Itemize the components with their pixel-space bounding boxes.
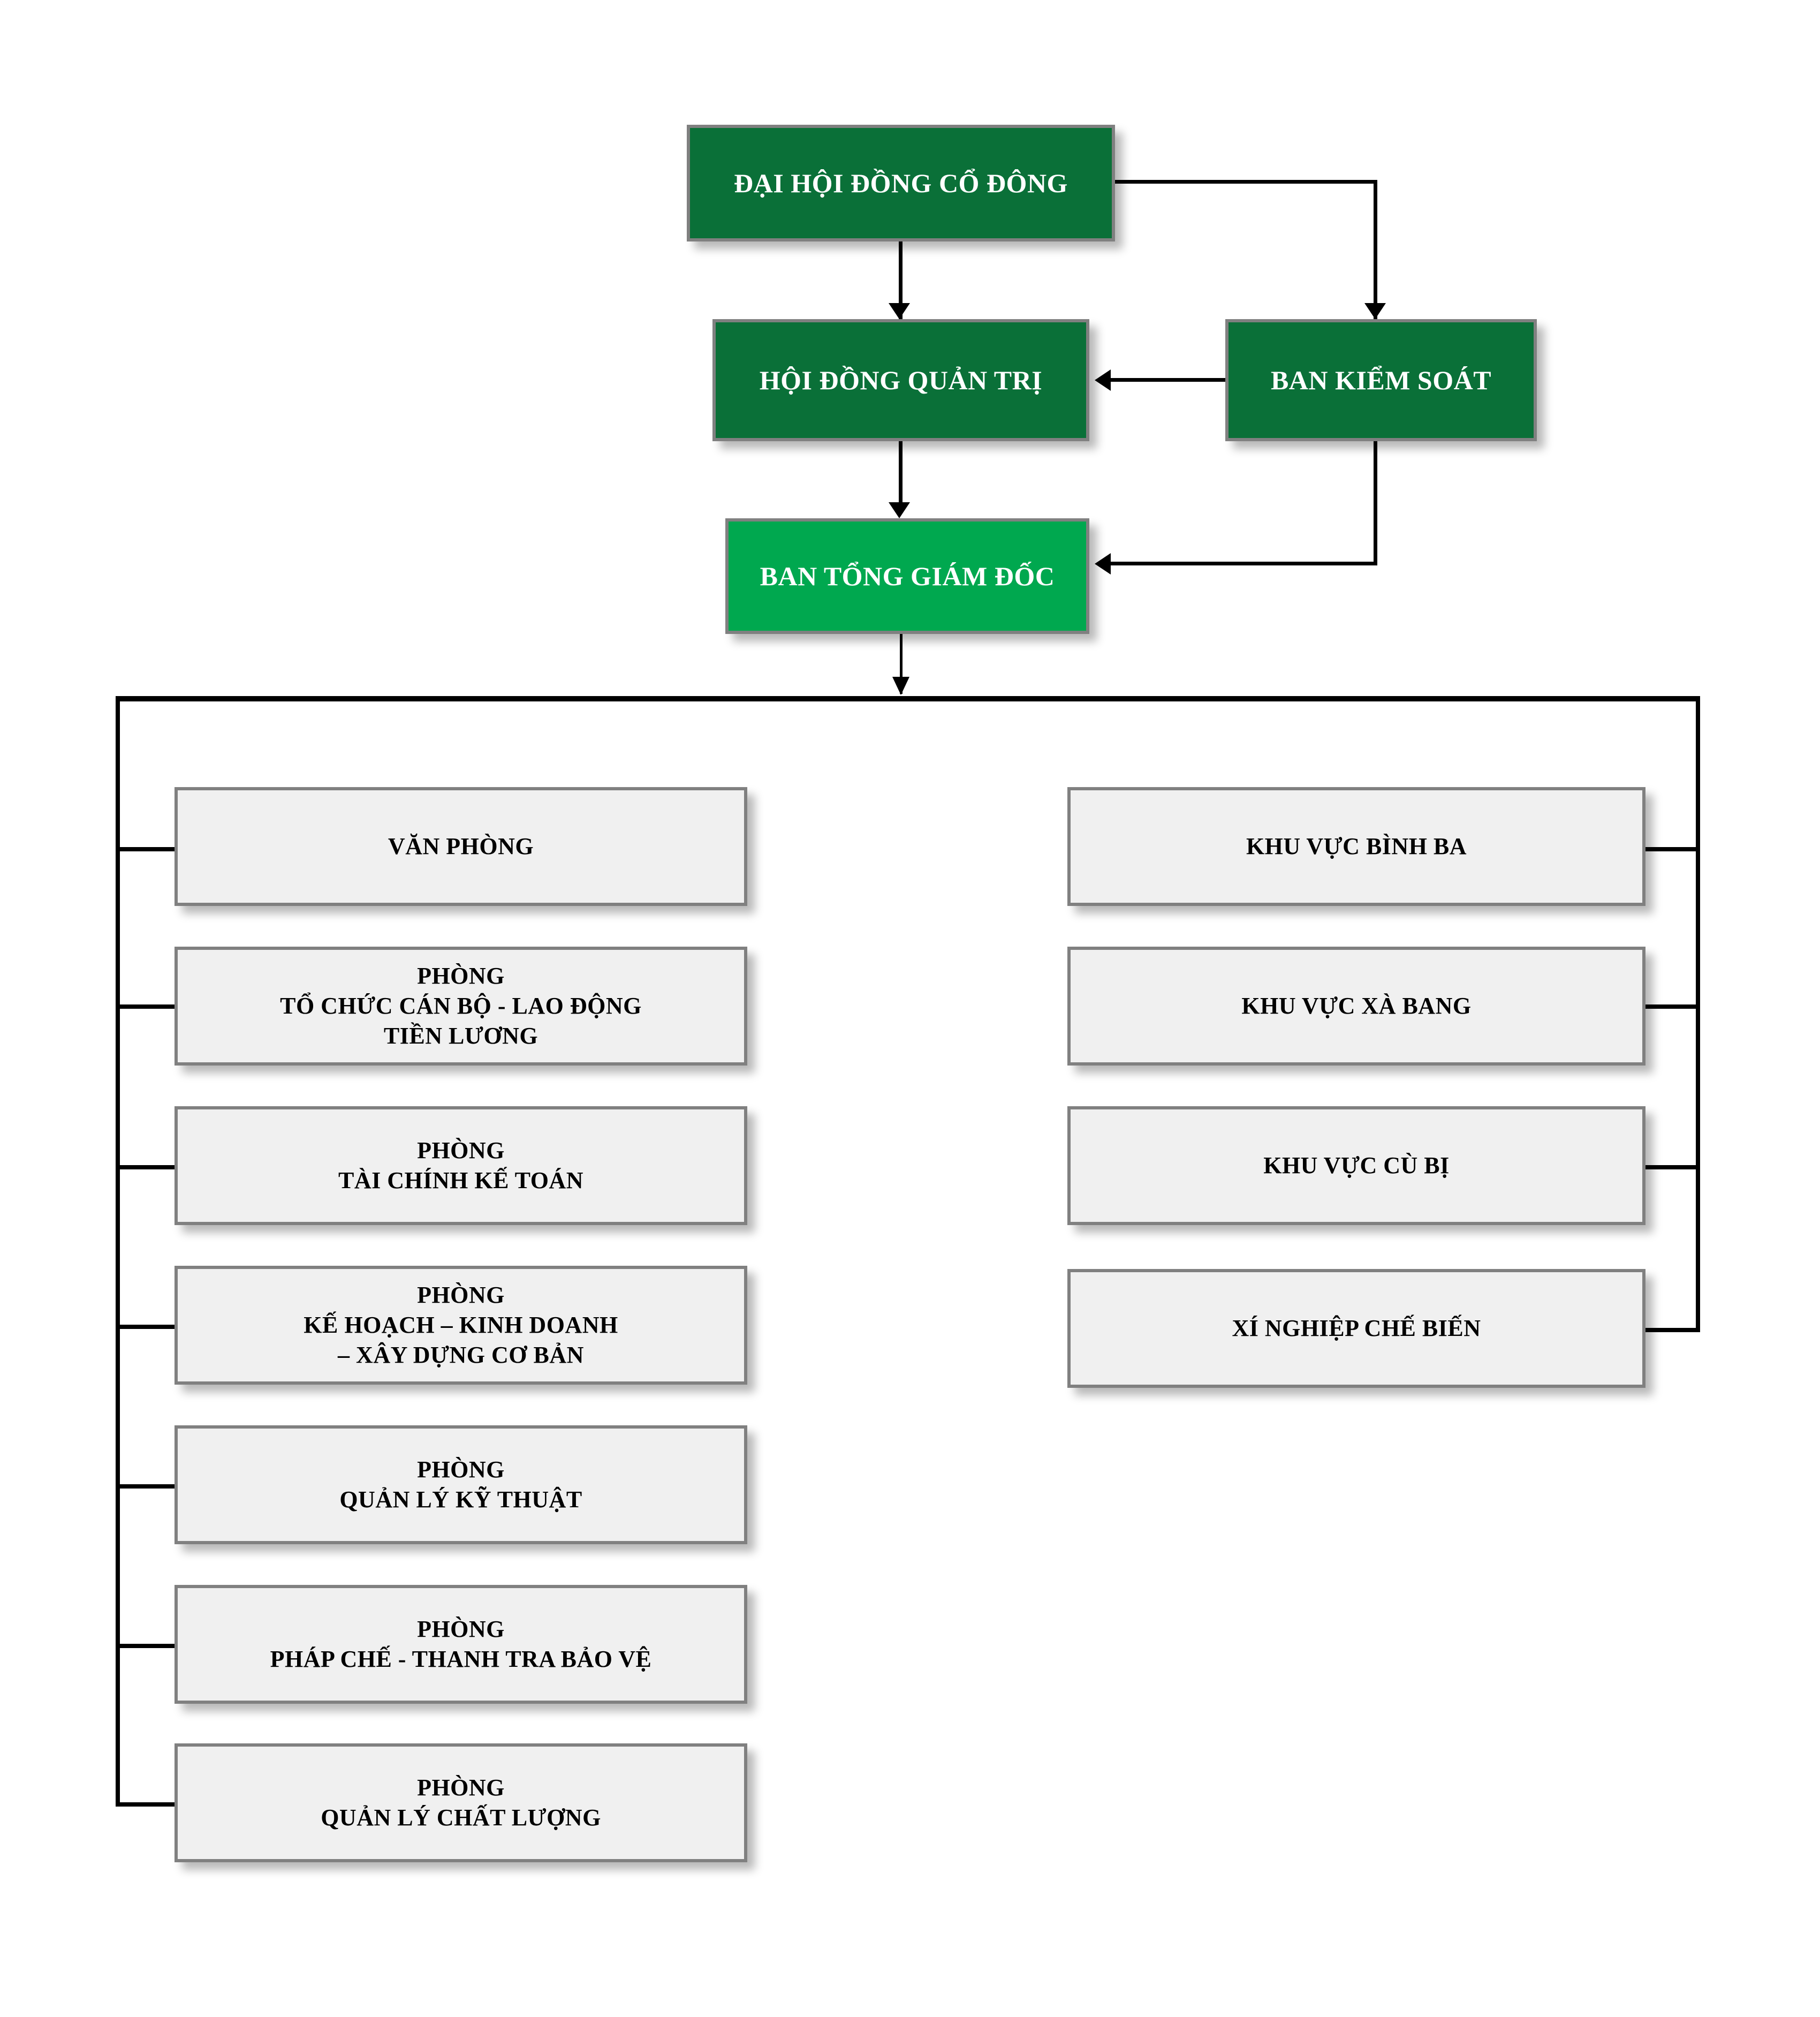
node-left-department-7[interactable]: PHÒNG QUẢN LÝ CHẤT LƯỢNG bbox=[175, 1743, 747, 1862]
connector-stub-right-1 bbox=[1642, 847, 1700, 851]
node-label-group: VĂN PHÒNG bbox=[178, 832, 744, 862]
connector-stub-left-4 bbox=[116, 1325, 175, 1329]
node-label-group: KHU VỰC XÀ BANG bbox=[1071, 991, 1642, 1021]
connector-supervisory-to-general-director-vertical bbox=[1374, 441, 1377, 565]
connector-stub-right-3 bbox=[1642, 1165, 1700, 1169]
connector-stub-right-2 bbox=[1642, 1004, 1700, 1009]
node-label-line: KHU VỰC CÙ BỊ bbox=[1263, 1152, 1450, 1179]
node-left-department-2[interactable]: PHÒNG TỔ CHỨC CÁN BỘ - LAO ĐỘNG TIỀN LƯƠ… bbox=[175, 947, 747, 1066]
connector-stub-left-1 bbox=[116, 847, 175, 851]
distribution-bus-horizontal bbox=[116, 696, 1700, 701]
node-label-line: PHÒNG bbox=[417, 1615, 505, 1642]
distribution-bus-left-vertical bbox=[116, 696, 120, 1804]
node-label-line: BAN KIỂM SOÁT bbox=[1270, 365, 1492, 395]
arrowhead-shareholders-to-board bbox=[889, 303, 910, 319]
arrowhead-supervisory-to-board bbox=[1095, 369, 1111, 391]
node-label-line: KẾ HOẠCH – KINH DOANH bbox=[304, 1311, 618, 1338]
connector-stub-left-2 bbox=[116, 1004, 175, 1009]
connector-general-director-to-bus bbox=[900, 634, 903, 694]
node-label-line: QUẢN LÝ CHẤT LƯỢNG bbox=[321, 1804, 601, 1831]
connector-shareholders-to-supervisory-vertical bbox=[1374, 180, 1377, 319]
node-label-line: BAN TỔNG GIÁM ĐỐC bbox=[760, 561, 1055, 591]
node-label-group: PHÒNG QUẢN LÝ CHẤT LƯỢNG bbox=[178, 1773, 744, 1833]
node-label-line: PHÒNG bbox=[417, 962, 505, 989]
connector-stub-left-7 bbox=[116, 1802, 175, 1807]
node-left-department-5[interactable]: PHÒNG QUẢN LÝ KỸ THUẬT bbox=[175, 1425, 747, 1544]
node-label-line: PHÒNG bbox=[417, 1137, 505, 1164]
node-left-department-6[interactable]: PHÒNG PHÁP CHẾ - THANH TRA BẢO VỆ bbox=[175, 1585, 747, 1704]
node-label-group: BAN TỔNG GIÁM ĐỐC bbox=[729, 559, 1086, 593]
arrowhead-shareholders-to-supervisory bbox=[1364, 303, 1386, 319]
node-label-group: KHU VỰC CÙ BỊ bbox=[1071, 1151, 1642, 1181]
node-shareholders-meeting[interactable]: ĐẠI HỘI ĐỒNG CỔ ĐÔNG bbox=[687, 125, 1115, 241]
node-label-group: XÍ NGHIỆP CHẾ BIẾN bbox=[1071, 1313, 1642, 1343]
node-left-department-3[interactable]: PHÒNG TÀI CHÍNH KẾ TOÁN bbox=[175, 1106, 747, 1225]
node-label-group: HỘI ĐỒNG QUẢN TRỊ bbox=[716, 363, 1086, 397]
connector-stub-right-4 bbox=[1642, 1328, 1700, 1332]
node-label-line: – XÂY DỰNG CƠ BẢN bbox=[338, 1342, 584, 1369]
connector-board-to-general-director bbox=[899, 441, 903, 505]
node-label-group: ĐẠI HỘI ĐỒNG CỔ ĐÔNG bbox=[690, 166, 1112, 200]
node-label-line: PHÒNG bbox=[417, 1281, 505, 1308]
connector-supervisory-to-board bbox=[1111, 378, 1225, 382]
node-label-line: KHU VỰC BÌNH BA bbox=[1246, 833, 1467, 859]
connector-supervisory-to-general-director-horizontal bbox=[1111, 562, 1377, 565]
node-label-group: PHÒNG PHÁP CHẾ - THANH TRA BẢO VỆ bbox=[178, 1614, 744, 1675]
connector-shareholders-to-supervisory-horizontal bbox=[1115, 180, 1377, 184]
node-label-line: TỔ CHỨC CÁN BỘ - LAO ĐỘNG bbox=[280, 992, 642, 1019]
node-label-line: TÀI CHÍNH KẾ TOÁN bbox=[338, 1167, 583, 1193]
node-label-group: PHÒNG KẾ HOẠCH – KINH DOANH – XÂY DỰNG C… bbox=[178, 1280, 744, 1371]
node-label-group: KHU VỰC BÌNH BA bbox=[1071, 832, 1642, 862]
node-label-line: PHÒNG bbox=[417, 1456, 505, 1483]
node-label-line: ĐẠI HỘI ĐỒNG CỔ ĐÔNG bbox=[734, 168, 1068, 198]
arrowhead-board-to-general-director bbox=[889, 502, 910, 518]
distribution-bus-right-vertical bbox=[1696, 696, 1700, 1332]
arrowhead-supervisory-to-general-director bbox=[1095, 553, 1111, 575]
node-left-department-4[interactable]: PHÒNG KẾ HOẠCH – KINH DOANH – XÂY DỰNG C… bbox=[175, 1266, 747, 1385]
node-label-group: PHÒNG TÀI CHÍNH KẾ TOÁN bbox=[178, 1136, 744, 1196]
node-left-department-1[interactable]: VĂN PHÒNG bbox=[175, 787, 747, 906]
node-label-group: PHÒNG QUẢN LÝ KỸ THUẬT bbox=[178, 1455, 744, 1515]
node-right-unit-4[interactable]: XÍ NGHIỆP CHẾ BIẾN bbox=[1067, 1269, 1645, 1388]
connector-stub-left-5 bbox=[116, 1484, 175, 1489]
node-label-line: PHÁP CHẾ - THANH TRA BẢO VỆ bbox=[270, 1646, 652, 1672]
node-board-of-directors[interactable]: HỘI ĐỒNG QUẢN TRỊ bbox=[712, 319, 1089, 441]
node-label-line: VĂN PHÒNG bbox=[388, 833, 534, 859]
node-supervisory-board[interactable]: BAN KIỂM SOÁT bbox=[1225, 319, 1537, 441]
node-label-line: TIỀN LƯƠNG bbox=[383, 1023, 539, 1049]
node-label-line: KHU VỰC XÀ BANG bbox=[1241, 992, 1472, 1019]
node-label-line: XÍ NGHIỆP CHẾ BIẾN bbox=[1232, 1315, 1481, 1341]
node-label-group: BAN KIỂM SOÁT bbox=[1228, 363, 1534, 397]
node-general-director-board[interactable]: BAN TỔNG GIÁM ĐỐC bbox=[725, 518, 1089, 634]
arrowhead-general-director-to-bus bbox=[892, 677, 909, 695]
node-right-unit-3[interactable]: KHU VỰC CÙ BỊ bbox=[1067, 1106, 1645, 1225]
node-label-line: QUẢN LÝ KỸ THUẬT bbox=[339, 1486, 582, 1513]
node-label-line: PHÒNG bbox=[417, 1774, 505, 1801]
connector-stub-left-3 bbox=[116, 1165, 175, 1169]
node-right-unit-2[interactable]: KHU VỰC XÀ BANG bbox=[1067, 947, 1645, 1066]
connector-shareholders-to-board bbox=[899, 241, 903, 319]
node-right-unit-1[interactable]: KHU VỰC BÌNH BA bbox=[1067, 787, 1645, 906]
node-label-line: HỘI ĐỒNG QUẢN TRỊ bbox=[759, 365, 1043, 395]
connector-stub-left-6 bbox=[116, 1644, 175, 1648]
node-label-group: PHÒNG TỔ CHỨC CÁN BỘ - LAO ĐỘNG TIỀN LƯƠ… bbox=[178, 961, 744, 1052]
